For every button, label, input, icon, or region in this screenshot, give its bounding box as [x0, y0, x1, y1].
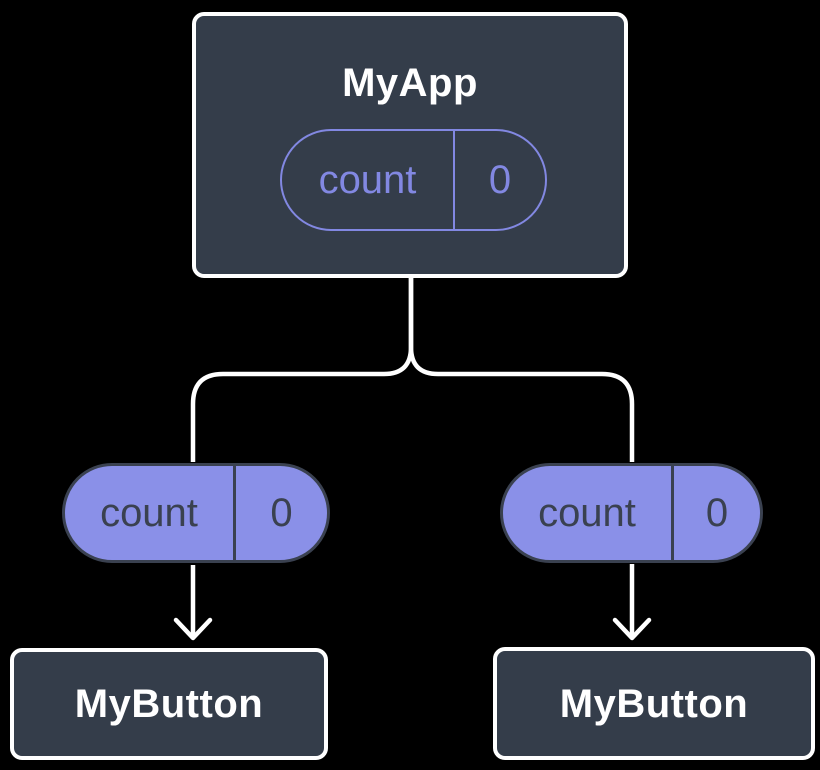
pill-divider — [233, 466, 236, 560]
component-name: MyApp — [342, 61, 478, 105]
prop-value: 0 — [705, 491, 729, 535]
mybutton-node-left: MyButton — [10, 648, 328, 760]
state-name: count — [318, 158, 417, 202]
state-value: 0 — [488, 158, 512, 202]
prop-name: count — [538, 491, 636, 535]
branch-line-right — [408, 276, 635, 462]
prop-value: 0 — [270, 491, 293, 535]
pill-divider — [671, 466, 674, 560]
myapp-node: MyApp count 0 — [192, 12, 628, 278]
branch-line-left — [190, 276, 414, 462]
prop-pill-right: count 0 — [500, 463, 763, 563]
prop-name: count — [100, 491, 198, 535]
mybutton-node-right: MyButton — [493, 647, 815, 760]
pill-divider — [453, 131, 455, 229]
arrow-down-icon — [173, 565, 213, 641]
component-name: MyButton — [559, 681, 749, 726]
component-name: MyButton — [74, 682, 264, 726]
prop-pill-left: count 0 — [62, 463, 330, 563]
arrow-down-icon — [612, 564, 652, 641]
state-pill: count 0 — [280, 129, 547, 231]
